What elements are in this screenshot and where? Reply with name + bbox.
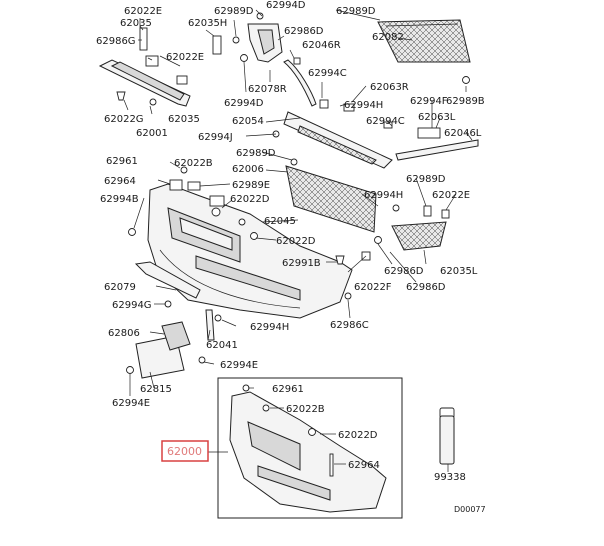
label-62041[interactable]: 62041: [206, 340, 238, 351]
label-62078R[interactable]: 62078R: [248, 84, 287, 95]
label-62994E-a[interactable]: 62994E: [220, 360, 258, 371]
mesh-grille-62082: [377, 19, 471, 84]
label-62035-lower[interactable]: 62035: [168, 114, 200, 125]
label-62994D-mid[interactable]: 62994D: [224, 98, 264, 109]
label-62022E-mid[interactable]: 62022E: [166, 52, 204, 63]
label-62035L[interactable]: 62035L: [440, 266, 478, 277]
label-62994G[interactable]: 62994G: [112, 300, 152, 311]
label-62046R[interactable]: 62046R: [302, 40, 341, 51]
label-62986C[interactable]: 62986C: [330, 320, 369, 331]
label-62961-top[interactable]: 62961: [106, 156, 138, 167]
label-62994C-b[interactable]: 62994C: [366, 116, 405, 127]
label-62022D-inset[interactable]: 62022D: [338, 430, 378, 441]
label-62994D-top[interactable]: 62994D: [266, 0, 306, 11]
label-62022E-top[interactable]: 62022E: [124, 6, 162, 17]
label-62001[interactable]: 62001: [136, 128, 168, 139]
label-62022B-inset[interactable]: 62022B: [286, 404, 325, 415]
label-62035-top[interactable]: 62035: [120, 18, 152, 29]
lower-mesh-62006: [285, 158, 377, 233]
label-62986D-c[interactable]: 62986D: [406, 282, 446, 293]
label-62989E[interactable]: 62989E: [232, 180, 270, 191]
label-62063L[interactable]: 62063L: [418, 112, 456, 123]
label-62964-top[interactable]: 62964: [104, 176, 136, 187]
label-62022G[interactable]: 62022G: [104, 114, 144, 125]
label-62994F[interactable]: 62994F: [410, 96, 448, 107]
lower-bar-62079: [134, 261, 201, 308]
diagram-code: D00077: [454, 505, 486, 514]
label-62022F[interactable]: 62022F: [354, 282, 392, 293]
inset-box: [217, 377, 403, 519]
label-62986D[interactable]: 62986D: [284, 26, 324, 37]
label-62994B[interactable]: 62994B: [100, 194, 139, 205]
label-62986G[interactable]: 62986G: [96, 36, 136, 47]
label-62022B-top[interactable]: 62022B: [174, 158, 213, 169]
label-62815[interactable]: 62815: [140, 384, 172, 395]
label-62022E-r[interactable]: 62022E: [432, 190, 470, 201]
label-62082[interactable]: 62082: [372, 32, 404, 43]
adhesive-tube-99338: [439, 407, 455, 465]
label-62991B[interactable]: 62991B: [282, 258, 321, 269]
label-62054[interactable]: 62054: [232, 116, 264, 127]
label-62989D-mid[interactable]: 62989D: [236, 148, 276, 159]
label-62045[interactable]: 62045: [264, 216, 296, 227]
license-plate-62815: [126, 309, 222, 379]
label-99338[interactable]: 99338: [434, 472, 466, 483]
label-62989D-right[interactable]: 62989D: [336, 6, 376, 17]
label-62022D-a[interactable]: 62022D: [230, 194, 270, 205]
label-62994C-a[interactable]: 62994C: [308, 68, 347, 79]
label-62989D-r2[interactable]: 62989D: [406, 174, 446, 185]
side-bracket-62035L: [374, 204, 450, 251]
bracket-62078R: [212, 12, 283, 63]
label-62994H-c[interactable]: 62994H: [250, 322, 289, 333]
label-62989B[interactable]: 62989B: [446, 96, 485, 107]
molding-62046R: [283, 57, 317, 107]
leader-lines: [123, 9, 473, 472]
label-62000[interactable]: 62000: [167, 445, 202, 458]
label-62989D-top[interactable]: 62989D: [214, 6, 254, 17]
label-62035H[interactable]: 62035H: [188, 18, 227, 29]
label-62046L[interactable]: 62046L: [444, 128, 482, 139]
label-62994H-a[interactable]: 62994H: [344, 100, 383, 111]
label-62022D-b[interactable]: 62022D: [276, 236, 316, 247]
molding-62046L: [395, 127, 479, 161]
label-62994E-b[interactable]: 62994E: [112, 398, 150, 409]
label-62063R[interactable]: 62063R: [370, 82, 409, 93]
label-62964-inset[interactable]: 62964: [348, 460, 380, 471]
label-62994H-b[interactable]: 62994H: [364, 190, 403, 201]
label-62806[interactable]: 62806: [108, 328, 140, 339]
label-62006[interactable]: 62006: [232, 164, 264, 175]
label-62994J[interactable]: 62994J: [198, 132, 233, 143]
label-62079[interactable]: 62079: [104, 282, 136, 293]
label-62961-inset[interactable]: 62961: [272, 384, 304, 395]
label-62986D-b[interactable]: 62986D: [384, 266, 424, 277]
highlight-box-62000: [161, 440, 209, 462]
upper-grille-bar: [98, 27, 191, 107]
part-labels: 62022E 62035 62986G 62022E 62035 62022G …: [96, 0, 486, 514]
